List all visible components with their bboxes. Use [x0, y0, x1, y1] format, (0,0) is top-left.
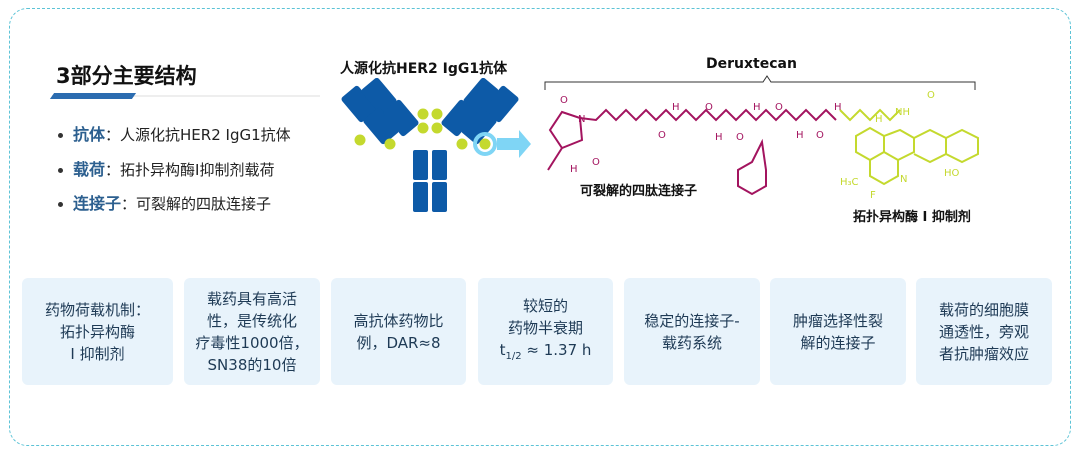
bullet-payload: 载荷：拓扑异构酶I抑制剂载荷 [58, 156, 274, 180]
svg-text:HO: HO [944, 168, 960, 179]
title-divider [52, 95, 320, 97]
svg-text:O: O [816, 130, 824, 141]
antibody-diagram [341, 78, 531, 212]
feature-card-bystander-effect: 载荷的细胞膜通透性，旁观者抗肿瘤效应 [916, 278, 1052, 385]
svg-text:O: O [705, 102, 713, 113]
feature-card-dar: 高抗体药物比例，DAR≈8 [331, 278, 466, 385]
bullet-antibody: 抗体：人源化抗HER2 IgG1抗体 [58, 121, 291, 145]
outer-frame [9, 8, 1071, 446]
payload-label: 拓扑异构酶 I 抑制剂 [853, 210, 971, 225]
linker-label: 可裂解的四肽连接子 [580, 184, 698, 199]
svg-text:H: H [796, 130, 804, 141]
svg-text:H: H [834, 102, 842, 113]
svg-text:NH: NH [895, 107, 910, 118]
svg-text:O: O [927, 90, 935, 101]
antibody-label: 人源化抗HER2 IgG1抗体 [340, 61, 508, 77]
svg-text:N: N [578, 114, 585, 125]
section-title: 3部分主要结构 [56, 64, 197, 88]
payload-highlight [473, 130, 531, 158]
feature-card-selective-cleavage: 肿瘤选择性裂解的连接子 [770, 278, 906, 385]
svg-text:H: H [570, 164, 578, 175]
svg-text:N: N [900, 174, 907, 185]
svg-text:O: O [592, 157, 600, 168]
bullet-linker: 连接子：可裂解的四肽连接子 [58, 190, 271, 214]
deruxtecan-label: Deruxtecan [706, 56, 797, 72]
svg-text:O: O [560, 95, 568, 106]
svg-text:H₃C: H₃C [840, 177, 859, 188]
svg-text:H: H [753, 102, 761, 113]
feature-card-potency: 载药具有高活性，是传统化疗毒性1000倍，SN38的10倍 [184, 278, 320, 385]
svg-text:O: O [775, 102, 783, 113]
svg-text:H: H [672, 102, 680, 113]
svg-text:H: H [715, 132, 723, 143]
svg-text:O: O [658, 130, 666, 141]
deruxtecan-bracket [544, 75, 976, 90]
feature-card-stable-linker: 稳定的连接子-载药系统 [624, 278, 760, 385]
svg-text:O: O [736, 132, 744, 143]
title-accent-bar [49, 93, 137, 99]
svg-text:H: H [875, 114, 883, 125]
svg-text:F: F [870, 190, 876, 200]
